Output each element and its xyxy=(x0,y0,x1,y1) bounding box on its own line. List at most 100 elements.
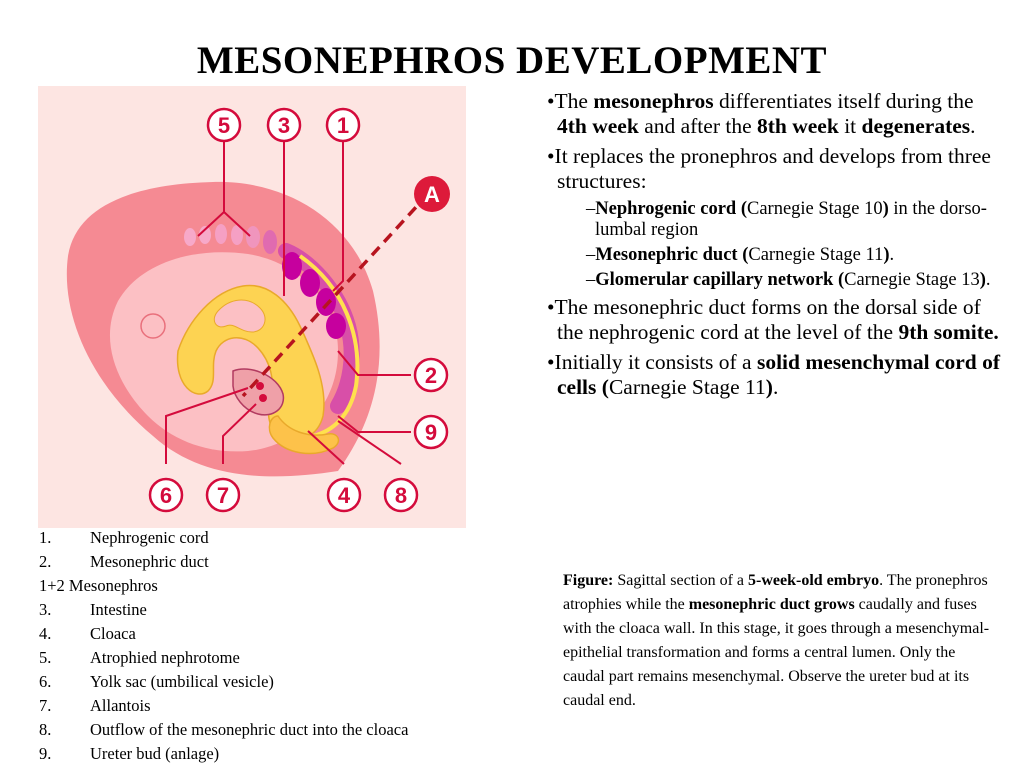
bullet-item: •The mesonephric duct forms on the dorsa… xyxy=(547,295,1002,345)
bullet-text-segment: ) xyxy=(882,199,889,219)
callout-2: 2 xyxy=(413,357,449,393)
bullet-marker: • xyxy=(547,350,555,374)
sub-bullet-item: –Nephrogenic cord (Carnegie Stage 10) in… xyxy=(547,199,1002,241)
atrophied-nephrotomes xyxy=(184,224,277,254)
callout-9-label: 9 xyxy=(425,420,437,445)
bullet-text-segment: Mesonephric duct ( xyxy=(595,245,749,265)
callout-8-label: 8 xyxy=(395,483,407,508)
callout-a: A xyxy=(414,176,450,212)
allantois-stalk xyxy=(232,368,285,416)
callout-7-label: 7 xyxy=(217,483,229,508)
figure-caption: Figure: Sagittal section of a 5-week-old… xyxy=(563,569,993,713)
section-line-a xyxy=(241,192,430,398)
embryo-illustration: 5 3 1 A 2 9 6 7 xyxy=(38,86,466,528)
caption-text-segment: Sagittal section of a xyxy=(613,572,748,589)
bullet-text-segment: degenerates xyxy=(861,114,971,138)
bullet-text-segment: mesonephros xyxy=(593,89,714,113)
callout-2-label: 2 xyxy=(425,363,437,388)
legend-number: 4. xyxy=(39,624,52,643)
callout-4-label: 4 xyxy=(338,483,351,508)
bullet-item: •It replaces the pronephros and develops… xyxy=(547,144,1002,194)
slide-title: MESONEPHROS DEVELOPMENT xyxy=(196,39,828,82)
callout-3-label: 3 xyxy=(278,113,290,138)
bullet-marker: – xyxy=(586,245,596,265)
bullet-text-segment: . xyxy=(985,270,991,290)
bullet-item: •Initially it consists of a solid mesenc… xyxy=(547,350,1002,400)
callout-7: 7 xyxy=(205,477,241,513)
callout-5-label: 5 xyxy=(218,113,230,138)
legend-text: 1+2 Mesonephros xyxy=(39,576,158,595)
sub-bullet-item: –Glomerular capillary network (Carnegie … xyxy=(547,270,1002,291)
legend-text: Outflow of the mesonephric duct into the… xyxy=(90,720,409,739)
callout-1: 1 xyxy=(325,107,361,143)
bullet-text-segment: The mesonephric duct forms on the dorsal… xyxy=(554,295,981,344)
legend-text: Yolk sac (umbilical vesicle) xyxy=(90,672,274,691)
callout-8: 8 xyxy=(383,477,419,513)
bullet-text-segment: solid mesenchymal cord of cells ( xyxy=(557,350,1001,399)
bullet-text-segment: . xyxy=(772,375,779,399)
legend-text: Intestine xyxy=(90,600,147,619)
bullet-text-segment: Nephrogenic cord ( xyxy=(595,199,747,219)
callout-a-label: A xyxy=(424,182,440,207)
bullet-text-segment: Initially it consists of a xyxy=(554,350,757,374)
bullet-text-segment: Carnegie Stage 11 xyxy=(748,245,884,265)
legend-number: 7. xyxy=(39,696,52,715)
legend-number: 3. xyxy=(39,600,52,619)
callout-6: 6 xyxy=(148,477,184,513)
legend-number: 2. xyxy=(39,552,52,571)
caption-text-segment: 5-week-old embryo xyxy=(748,572,880,589)
bullet-text-segment: ) xyxy=(883,245,890,265)
legend-item: 5. Atrophied nephrotome xyxy=(39,648,519,672)
bullet-text-segment: in the dorso-lumbal region xyxy=(595,199,987,240)
legend-item: 2.Mesonephric duct xyxy=(39,552,519,576)
bullet-text-segment: 9th somite. xyxy=(898,320,999,344)
callout-1-label: 1 xyxy=(337,113,349,138)
callout-4: 4 xyxy=(326,477,362,513)
bullet-marker: • xyxy=(547,144,555,168)
bullet-marker: – xyxy=(586,270,596,290)
callout-5: 5 xyxy=(206,107,242,143)
callout-9: 9 xyxy=(413,414,449,450)
umbilical-vessels xyxy=(256,382,267,402)
legend-number: 9. xyxy=(39,744,52,763)
callout-lines xyxy=(165,142,411,465)
legend-text: Cloaca xyxy=(90,624,136,643)
legend-item: 7. Allantois xyxy=(39,696,519,720)
sub-bullet-item: –Mesonephric duct (Carnegie Stage 11). xyxy=(547,245,1002,266)
legend-number: 5. xyxy=(39,648,52,667)
bullet-text-segment: ) xyxy=(765,375,773,399)
caption-text-segment: Figure: xyxy=(563,572,614,589)
legend-item: 8. Outflow of the mesonephric duct into t… xyxy=(39,720,519,744)
bullet-text-segment: it xyxy=(838,114,862,138)
legend-item: 4. Cloaca xyxy=(39,624,519,648)
legend-text: Allantois xyxy=(90,696,151,715)
legend-item: 3. Intestine xyxy=(39,600,519,624)
bullet-list: •The mesonephros differentiates itself d… xyxy=(547,89,1002,405)
bullet-text-segment: 8th week xyxy=(757,114,839,138)
bullet-marker: • xyxy=(547,89,555,113)
legend-number: 6. xyxy=(39,672,52,691)
legend-item: 9. Ureter bud (anlage) xyxy=(39,744,519,768)
bullet-text-segment: Carnegie Stage 10 xyxy=(747,199,883,219)
legend-number: 1. xyxy=(39,528,52,547)
legend-text: Ureter bud (anlage) xyxy=(90,744,220,763)
embryo-figure: 5 3 1 A 2 9 6 7 xyxy=(38,86,466,528)
nephrogenic-cord xyxy=(278,243,360,414)
legend-item: 6. Yolk sac (umbilical vesicle) xyxy=(39,672,519,696)
bullet-text-segment: Carnegie Stage 11 xyxy=(608,375,766,399)
bullet-item: •The mesonephros differentiates itself d… xyxy=(547,89,1002,139)
mesonephric-tubules xyxy=(282,252,346,339)
bullet-text-segment: 4th week xyxy=(557,114,639,138)
callout-3: 3 xyxy=(266,107,302,143)
legend-item: 1+2 Mesonephros xyxy=(39,576,519,600)
bullet-text-segment: The xyxy=(554,89,594,113)
caption-text-segment: mesonephric duct grows xyxy=(688,596,855,613)
legend-number: 8. xyxy=(39,720,52,739)
bullet-text-segment: and after the xyxy=(638,114,757,138)
bullet-text-segment: . xyxy=(970,114,976,138)
bullet-text-segment: It replaces the pronephros and develops … xyxy=(554,144,991,193)
bullet-text-segment: differentiates itself during the xyxy=(713,89,974,113)
bullet-text-segment: Glomerular capillary network ( xyxy=(595,270,845,290)
legend-text: Atrophied nephrotome xyxy=(90,648,240,667)
